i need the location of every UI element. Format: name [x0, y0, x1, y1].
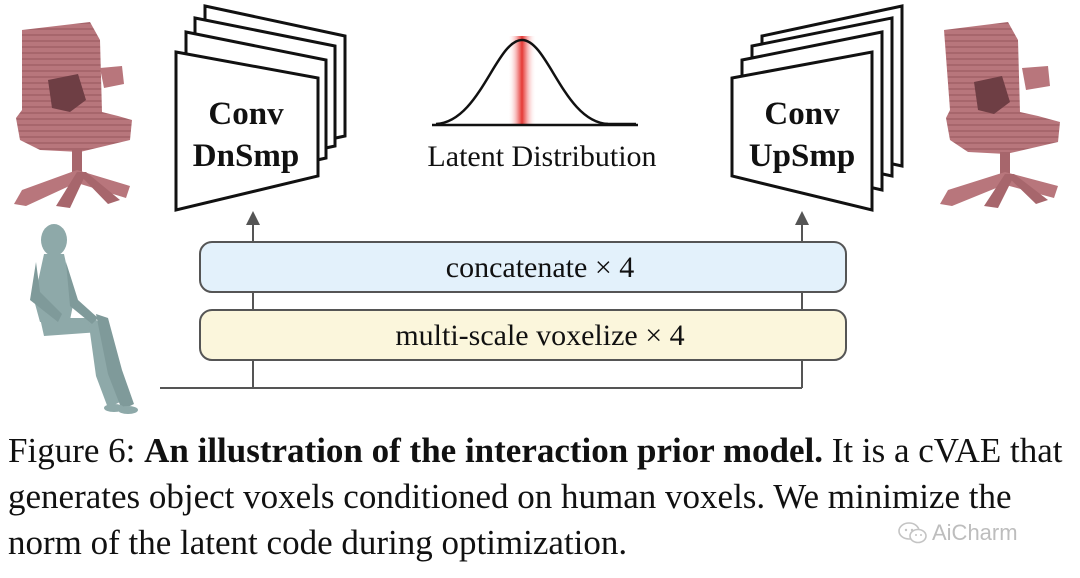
caption-body: It is a cVAE that generates object voxel…	[8, 431, 1063, 562]
latent-distribution-curve	[432, 36, 638, 127]
concatenate-box	[199, 241, 847, 293]
encoder-conv-downsample-block	[174, 4, 347, 212]
latent-distribution-label: Latent Distribution	[427, 140, 656, 173]
watermark-text: AiCharm	[932, 520, 1018, 545]
interaction-prior-diagram: Conv DnSmp Conv UpSmp Latent Distributio…	[14, 4, 1060, 414]
concatenate-label: concatenate × 4	[446, 251, 634, 284]
voxelize-label: multi-scale voxelize × 4	[395, 319, 684, 352]
output-chair-voxel-image	[940, 22, 1060, 208]
input-chair-voxel-image	[14, 22, 132, 208]
voxelize-box	[199, 309, 847, 361]
encoder-label-line1: Conv	[208, 96, 284, 132]
seated-human-body-image	[30, 224, 138, 414]
figure-caption: Figure 6: An illustration of the interac…	[8, 428, 1076, 566]
decoder-label-line2: UpSmp	[749, 138, 855, 174]
caption-bold-title: An illustration of the interaction prior…	[144, 431, 824, 470]
decoder-label-line1: Conv	[764, 96, 840, 132]
watermark: AiCharm	[898, 518, 1068, 548]
decoder-conv-upsample-block	[730, 4, 904, 212]
caption-prefix: Figure 6:	[8, 431, 145, 470]
wechat-icon	[898, 522, 927, 544]
encoder-label-line2: DnSmp	[193, 138, 299, 174]
